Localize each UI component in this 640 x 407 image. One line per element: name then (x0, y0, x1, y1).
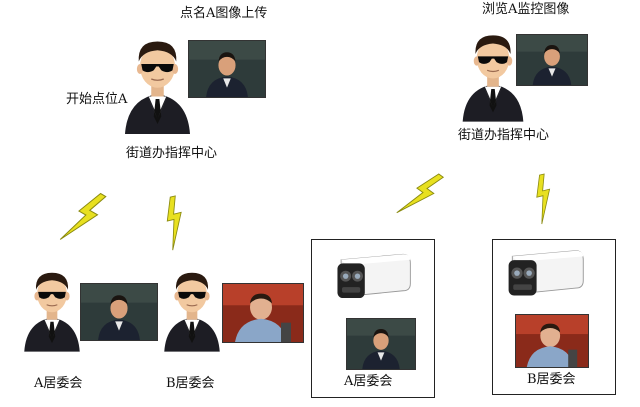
agent-person-icon (20, 266, 84, 352)
upload-image-label: 点名A图像上传 (180, 6, 268, 21)
camera-a-label: A居委会 (344, 374, 393, 389)
security-camera-icon (332, 250, 414, 306)
agent-person-icon (160, 266, 224, 352)
lightning-bolt-icon (396, 166, 446, 225)
video-thumbnail-icon (80, 283, 158, 341)
command-center-label: 街道办指挥中心 (458, 128, 550, 143)
lightning-bolt-icon (529, 172, 559, 225)
camera-node-b: B居委会 (492, 239, 616, 395)
start-point-label: 开始点位A (66, 92, 128, 107)
camera-node-a: A居委会 (311, 239, 435, 398)
video-thumbnail-icon (346, 318, 416, 370)
node-b-label: B居委会 (166, 376, 215, 391)
node-a-label: A居委会 (34, 376, 83, 391)
video-thumbnail-icon (188, 40, 266, 98)
video-thumbnail-icon (515, 314, 589, 368)
lightning-bolt-icon (159, 194, 191, 251)
agent-person-icon (120, 34, 195, 134)
video-thumbnail-icon (516, 34, 588, 86)
lightning-bolt-icon (59, 186, 109, 251)
command-center-label: 街道办指挥中心 (126, 146, 218, 161)
video-thumbnail-icon (222, 283, 304, 343)
security-camera-icon (503, 246, 587, 304)
camera-b-label: B居委会 (527, 372, 576, 387)
browse-image-label: 浏览A监控图像 (482, 2, 570, 17)
